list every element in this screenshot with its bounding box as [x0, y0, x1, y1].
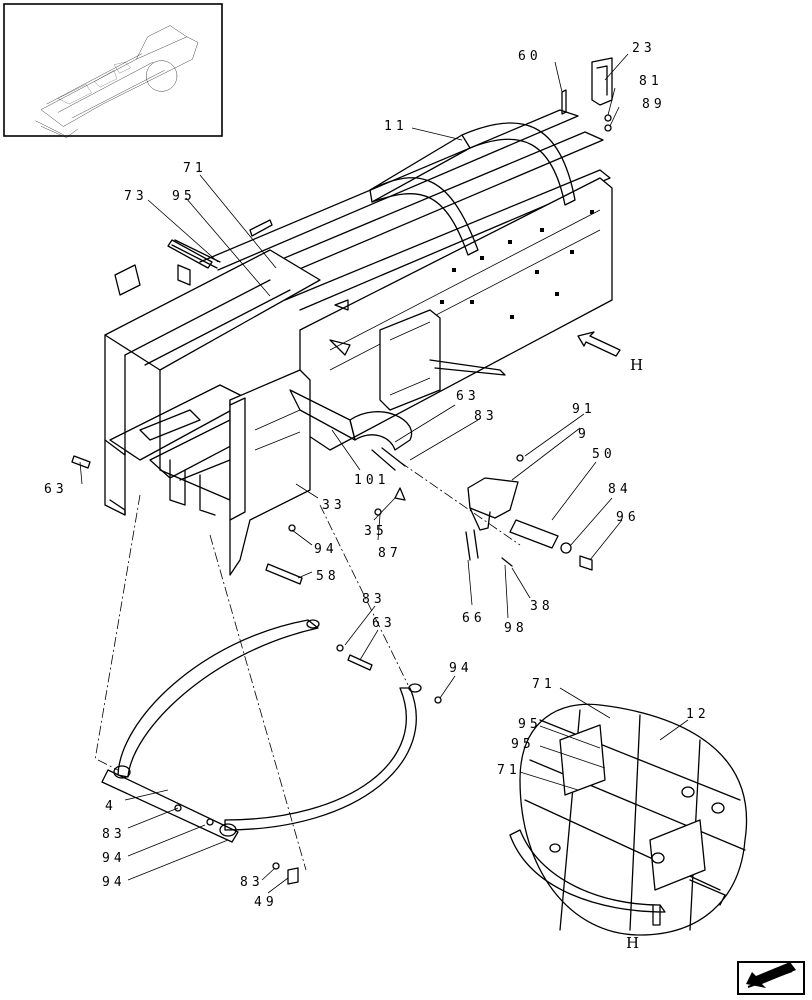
overview-thumbnail[interactable] [3, 3, 223, 138]
lower-guard-bars [101, 619, 442, 885]
callout-83-left: 83 [102, 827, 126, 842]
callout-63-low: 63 [372, 616, 396, 631]
callout-49: 49 [254, 895, 278, 910]
callout-83-mid: 83 [474, 409, 498, 424]
callout-66: 66 [462, 611, 486, 626]
view-label-h-detail: H [626, 934, 639, 952]
callout-89: 89 [642, 97, 666, 112]
view-label-h-arrow: H [630, 356, 643, 374]
callout-60: 60 [518, 49, 542, 64]
callout-94-low: 94 [449, 661, 473, 676]
main-frame-assembly [104, 57, 613, 576]
callout-84: 84 [608, 482, 632, 497]
callout-71-top: 71 [183, 161, 207, 176]
callout-12: 12 [686, 707, 710, 722]
callout-23: 23 [632, 41, 656, 56]
callout-33: 33 [322, 498, 346, 513]
callout-101: 101 [354, 473, 389, 488]
callout-63-left: 63 [44, 482, 68, 497]
callout-35: 35 [364, 524, 388, 539]
callout-91: 91 [572, 402, 596, 417]
callout-81: 81 [639, 74, 663, 89]
callout-labels: 60 23 81 89 11 71 73 95 63 83 91 9 50 84… [44, 41, 710, 952]
callout-94-mid: 94 [314, 542, 338, 557]
callout-9: 9 [578, 427, 590, 442]
callout-58: 58 [316, 569, 340, 584]
exploded-right-parts [71, 239, 593, 585]
callout-73: 73 [124, 189, 148, 204]
callout-63-mid: 63 [456, 389, 480, 404]
next-page-button[interactable] [737, 961, 805, 995]
detail-view-h [509, 703, 748, 936]
callout-71-detail-top: 71 [532, 677, 556, 692]
view-arrow-h [577, 331, 621, 357]
callout-94-left-b: 94 [102, 875, 126, 890]
callout-4: 4 [105, 799, 117, 814]
callout-94-left-a: 94 [102, 851, 126, 866]
callout-71-detail-bottom: 71 [497, 763, 521, 778]
callout-95-detail-a: 95 [518, 717, 542, 732]
callout-83-low: 83 [362, 592, 386, 607]
callout-50: 50 [592, 447, 616, 462]
arrow-icon [747, 970, 793, 988]
callout-95-detail-b: 95 [511, 737, 535, 752]
callout-96: 96 [616, 510, 640, 525]
callout-83-bottom: 83 [240, 875, 264, 890]
callout-95-top: 95 [172, 189, 196, 204]
callout-38: 38 [530, 599, 554, 614]
leader-lines [79, 53, 689, 894]
assembly-lines [94, 461, 521, 871]
callout-87: 87 [378, 546, 402, 561]
callout-98: 98 [504, 621, 528, 636]
callout-11: 11 [384, 119, 408, 134]
